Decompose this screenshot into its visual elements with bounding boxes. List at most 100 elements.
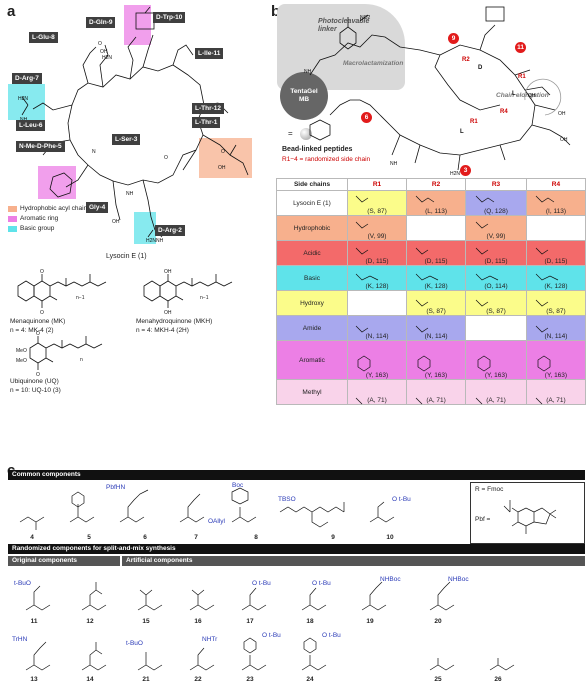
compound-number-22: 22 [194, 676, 202, 683]
label-tbuo-21: t-BuO [126, 640, 143, 647]
photocleavable-linker-label: Photocleavable linker [318, 18, 370, 33]
label-boc: Boc [232, 482, 244, 489]
svg-text:D: D [478, 65, 483, 71]
artificial-components-header: Artificial components [126, 557, 193, 564]
common-components-bar: Common components [8, 470, 585, 480]
row-name: Lysocin E (1) [276, 190, 348, 216]
table-header: R2 [406, 178, 467, 191]
legend-swatch-hydrophobic [8, 206, 17, 212]
compound-number-18: 18 [306, 618, 314, 625]
row-name: Hydrophobic [276, 215, 348, 241]
legend-label-hydrophobic: Hydrophobic acyl chain [20, 205, 88, 212]
svg-text:R4: R4 [500, 109, 508, 115]
label-nhboc-20: NHBoc [448, 576, 469, 583]
compound-number-11: 11 [30, 618, 38, 625]
residue-d-gln-9: D-Gln-9 [86, 17, 116, 28]
position-badge-6: 6 [361, 112, 372, 123]
compound-number-16: 16 [194, 618, 202, 625]
table-header: R1 [346, 178, 408, 191]
quinone-n-label-uq: n [80, 357, 83, 363]
label-otbu-23: O t-Bu [262, 632, 281, 639]
lysocin-title: Lysocin E (1) [106, 253, 147, 260]
side-chain-glyphs [355, 195, 559, 405]
label-tbuo-11: t-BuO [14, 580, 31, 587]
svg-text:MeO: MeO [16, 358, 27, 364]
svg-text:O: O [221, 149, 225, 155]
compound-number-15: 15 [142, 618, 150, 625]
table-cell: (Y, 163) [346, 340, 408, 380]
bead-linked-peptide-structure: NO2 OH OH OH NH H2N NH R2 R1 R4 R1 DLLL [304, 6, 571, 177]
svg-text:O: O [40, 269, 44, 275]
quinone-n1-label-mkh: n−1 [200, 295, 209, 301]
compound-number-6: 6 [143, 534, 147, 541]
svg-text:OH: OH [164, 310, 172, 316]
table-cell: (A, 71) [406, 379, 467, 405]
panel-b-letter: b [271, 3, 281, 20]
svg-text:NO2: NO2 [360, 15, 371, 21]
row-name: Amide [276, 315, 348, 341]
svg-text:H2N: H2N [102, 55, 112, 61]
table-cell: (V, 99) [346, 215, 408, 241]
table-row: Aromatic (Y, 163) (Y, 163) (Y, 163) (Y, … [276, 340, 587, 380]
arg7-basic-highlight [8, 84, 45, 120]
table-cell: (Q, 128) [465, 190, 527, 216]
svg-text:OH: OH [218, 165, 226, 171]
table-cell [346, 290, 408, 316]
compound-number-9: 9 [331, 534, 335, 541]
arg2-basic-highlight [134, 212, 156, 244]
compound-number-4: 4 [30, 534, 34, 541]
svg-text:O: O [40, 310, 44, 316]
label-otbu-24: O t-Bu [322, 632, 341, 639]
artificial-header-row [122, 556, 585, 566]
svg-text:H2N: H2N [18, 96, 28, 102]
position-badge-3: 3 [460, 165, 471, 176]
svg-text:N: N [92, 149, 96, 155]
table-row: Lysocin E (1) (S, 87) (L, 113) (Q, 128) … [276, 190, 587, 216]
compound-number-20: 20 [434, 618, 442, 625]
table-cell [525, 215, 587, 241]
residue-n-me-d-phe-5: N-Me-D-Phe-5 [16, 141, 65, 152]
svg-text:R1: R1 [470, 119, 478, 125]
svg-text:NH: NH [304, 69, 312, 75]
table-cell: (K, 128) [406, 265, 467, 291]
svg-text:OH: OH [100, 49, 108, 55]
table-header: R3 [465, 178, 527, 191]
svg-text:L: L [460, 129, 464, 135]
bead-linked-label: Bead-linked peptides [282, 146, 353, 153]
mk-sub: n = 4: MK-4 (2) [10, 327, 54, 334]
row-name: Acidic [276, 240, 348, 266]
acyl-chain-highlight [199, 138, 252, 178]
side-chain-table: Side chains R1 R2 R3 R4 Lysocin E (1) (S… [276, 178, 587, 405]
pbf-structure [503, 500, 557, 534]
chain-elongation-label: Chain elongation [496, 92, 549, 99]
table-cell: (L, 113) [406, 190, 467, 216]
table-cell: (S, 87) [406, 290, 467, 316]
definition-box [470, 482, 585, 544]
row-name: Basic [276, 265, 348, 291]
r-equals-fmoc: R = Fmoc [475, 486, 504, 493]
svg-text:NH: NH [156, 238, 164, 244]
row-name: Methyl [276, 379, 348, 405]
table-row: Methyl (A, 71) (A, 71) (A, 71) (A, 71) [276, 379, 587, 405]
svg-text:NH: NH [126, 191, 134, 197]
label-otbu-17: O t-Bu [252, 580, 271, 587]
compound-number-19: 19 [366, 618, 374, 625]
svg-text:L: L [512, 91, 516, 97]
compound-number-14: 14 [86, 676, 94, 683]
table-cell: (Y, 163) [406, 340, 467, 380]
svg-text:OH: OH [558, 111, 566, 117]
uq-name: Ubiquinone (UQ) [10, 378, 59, 385]
bead-equals: = [288, 129, 293, 138]
legend-swatch-basic [8, 226, 17, 232]
svg-text:OH: OH [164, 269, 172, 275]
residue-l-leu-6: L-Leu-6 [16, 120, 46, 131]
table-cell: (A, 71) [346, 379, 408, 405]
svg-text:H2N: H2N [146, 238, 156, 244]
uq-sub: n = 10: UQ-10 (3) [10, 387, 61, 394]
table-header: R4 [525, 178, 587, 191]
panel-a-letter: a [7, 3, 16, 20]
original-header-row [8, 556, 120, 566]
compound-number-12: 12 [86, 618, 94, 625]
quinone-n1-label-mk: n−1 [76, 295, 85, 301]
small-bead-icon [300, 128, 312, 140]
